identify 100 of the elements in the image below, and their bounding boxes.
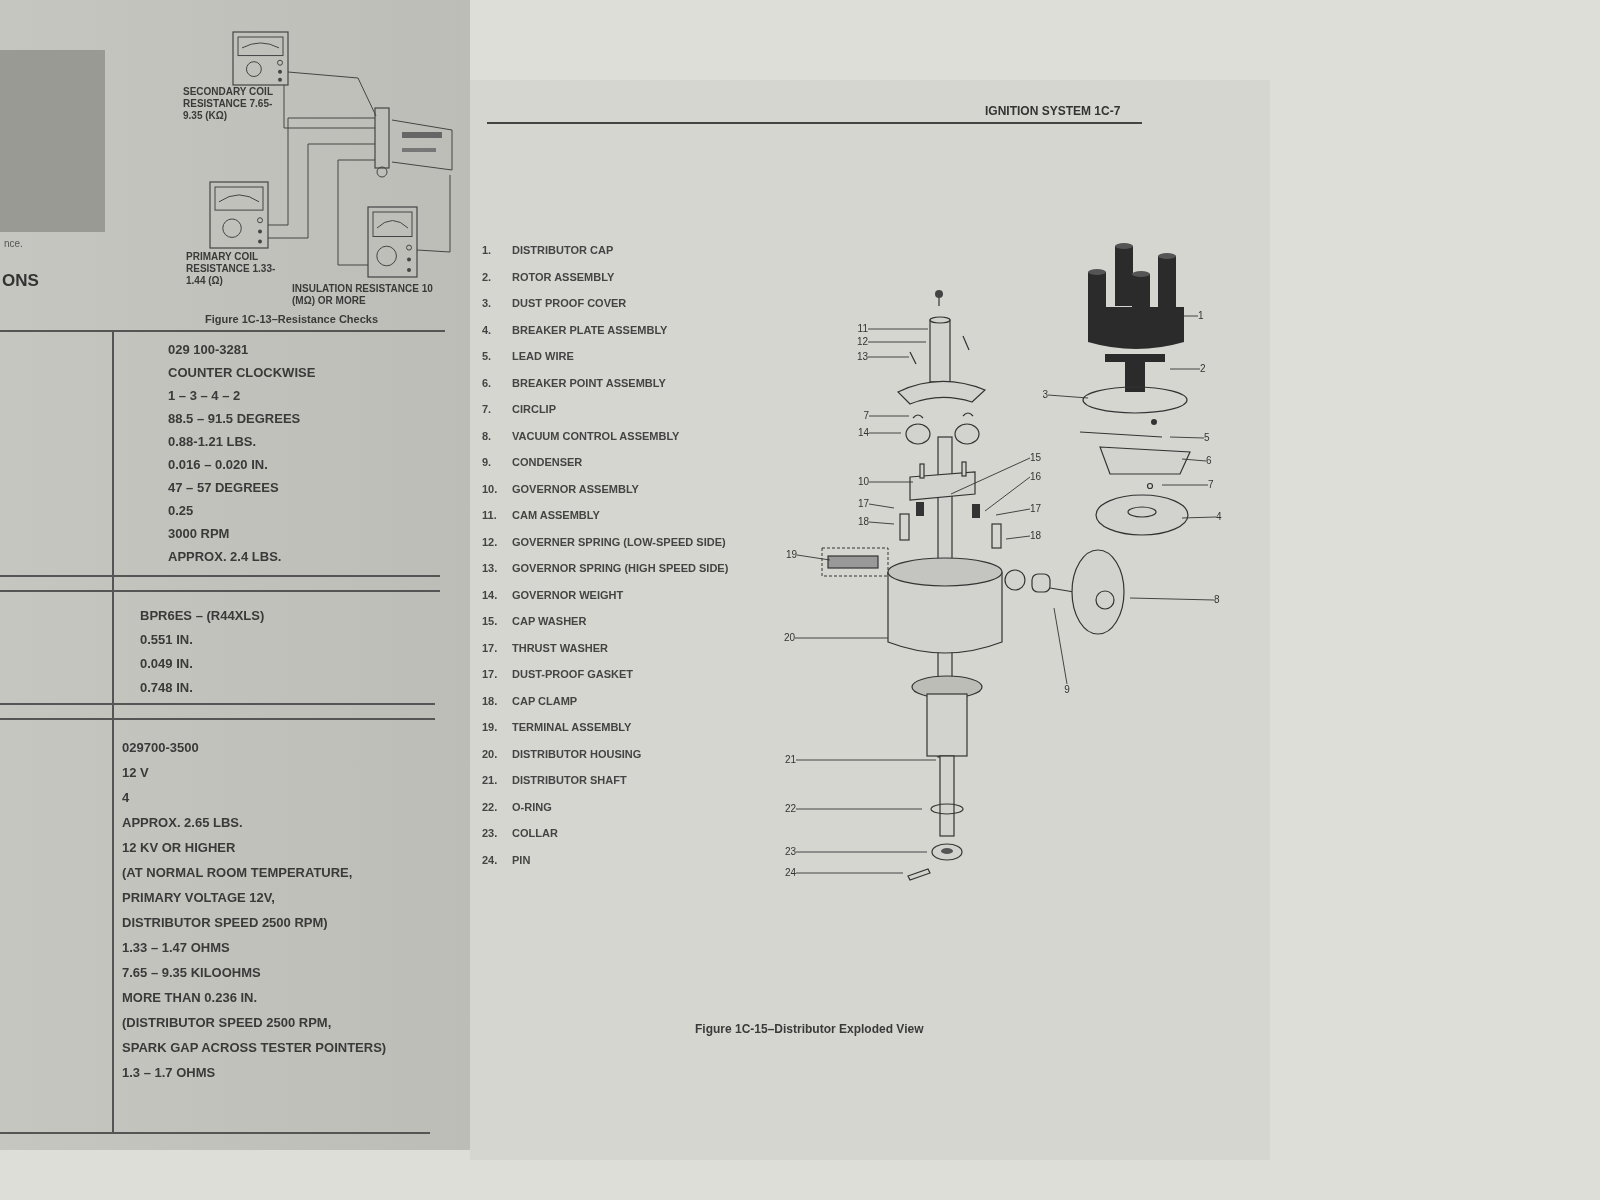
part-name: VACUUM CONTROL ASSEMBLY xyxy=(512,428,680,444)
part-name: O-RING xyxy=(512,799,552,815)
meter-label: INSULATION RESISTANCE 10 (MΩ) OR MORE xyxy=(292,283,434,307)
leader-line xyxy=(868,503,895,509)
part-name: DISTRIBUTOR SHAFT xyxy=(512,773,627,788)
callout-number: 17 xyxy=(1030,503,1046,515)
leader-line xyxy=(867,328,929,330)
part-number: 12. xyxy=(482,534,498,550)
callout-number: 18 xyxy=(1030,530,1046,542)
spec-value: COUNTER CLOCKWISE xyxy=(168,364,316,382)
callout-number: 6 xyxy=(1206,455,1222,467)
leader-line xyxy=(1005,535,1031,540)
figure-caption: Figure 1C-13–Resistance Checks xyxy=(205,312,379,327)
part-name: BREAKER PLATE ASSEMBLY xyxy=(512,322,668,338)
part-number: 19. xyxy=(482,720,498,735)
callout-number: 23 xyxy=(780,846,796,858)
leader-line xyxy=(1047,394,1089,399)
spec-value: 1 – 3 – 4 – 2 xyxy=(168,387,241,405)
part-name: CAP WASHER xyxy=(512,614,587,629)
spec-value: 12 KV OR HIGHER xyxy=(122,839,236,857)
callout-number: 22 xyxy=(780,803,796,815)
leader-line xyxy=(795,872,904,874)
part-name: TERMINAL ASSEMBLY xyxy=(512,720,632,735)
callout-number: 5 xyxy=(1204,432,1220,444)
part-number: 3. xyxy=(482,296,492,311)
spec-value: 7.65 – 9.35 KILOOHMS xyxy=(122,964,261,982)
part-name: ROTOR ASSEMBLY xyxy=(512,269,615,285)
callout-number: 11 xyxy=(852,323,868,335)
part-number: 17. xyxy=(482,640,498,656)
leader-line xyxy=(795,851,928,853)
spec-value: 0.88-1.21 LBS. xyxy=(168,433,257,451)
callout-number: 7 xyxy=(1208,479,1224,491)
spec-value: APPROX. 2.65 LBS. xyxy=(122,814,243,832)
part-name: LEAD WIRE xyxy=(512,349,574,364)
spec-value: 0.016 – 0.020 IN. xyxy=(168,456,268,474)
callout-number: 14 xyxy=(853,427,869,439)
part-name: CAP CLAMP xyxy=(512,693,578,709)
spec-value: 0.25 xyxy=(168,502,194,520)
part-name: COLLAR xyxy=(512,826,558,841)
part-number: 2. xyxy=(482,269,492,285)
callout-number: 8 xyxy=(1214,594,1230,606)
part-name: GOVERNOR ASSEMBLY xyxy=(512,481,639,497)
spec-value: 1.3 – 1.7 OHMS xyxy=(122,1064,216,1082)
spec-value: 0.049 IN. xyxy=(140,655,193,673)
callout-number: 16 xyxy=(1030,471,1046,483)
part-name: CAM ASSEMBLY xyxy=(512,508,600,523)
page-header: IGNITION SYSTEM 1C-7 xyxy=(985,103,1121,120)
part-number: 24. xyxy=(482,852,498,868)
part-name: BREAKER POINT ASSEMBLY xyxy=(512,375,666,391)
part-name: GOVERNOR WEIGHT xyxy=(512,587,624,603)
part-number: 21. xyxy=(482,773,498,788)
spec-value: 029 100-3281 xyxy=(168,341,249,359)
callout-number: 12 xyxy=(852,336,868,348)
part-number: 14. xyxy=(482,587,498,603)
callout-number: 3 xyxy=(1032,389,1048,401)
spec-value: 3000 RPM xyxy=(168,525,230,543)
part-number: 13. xyxy=(482,561,498,576)
part-number: 6. xyxy=(482,375,492,391)
spec-value: 47 – 57 DEGREES xyxy=(168,479,279,497)
spec-value: SPARK GAP ACROSS TESTER POINTERS) xyxy=(122,1039,387,1057)
leader-line xyxy=(1129,597,1215,601)
part-number: 23. xyxy=(482,826,498,841)
callout-number: 17 xyxy=(853,498,869,510)
spec-value: 88.5 – 91.5 DEGREES xyxy=(168,410,301,428)
part-number: 15. xyxy=(482,614,498,629)
spec-value: (AT NORMAL ROOM TEMPERATURE, xyxy=(122,864,353,882)
leader-line xyxy=(1053,607,1068,685)
leader-line xyxy=(1181,516,1217,519)
part-number: 20. xyxy=(482,746,498,762)
leader-line xyxy=(867,341,927,343)
leader-line xyxy=(984,476,1031,512)
part-name: CONDENSER xyxy=(512,455,583,470)
spec-value: 12 V xyxy=(122,764,149,782)
leader-line xyxy=(1169,436,1205,439)
part-number: 18. xyxy=(482,693,498,709)
photo-caption: nce. xyxy=(4,237,23,251)
leader-line xyxy=(796,554,831,561)
callout-number: 21 xyxy=(780,754,796,766)
leader-line xyxy=(868,521,895,525)
part-number: 11. xyxy=(482,508,497,523)
spec-value: 0.748 IN. xyxy=(140,679,193,697)
spec-value: (DISTRIBUTOR SPEED 2500 RPM, xyxy=(122,1014,332,1032)
figure-caption: Figure 1C-15–Distributor Exploded View xyxy=(695,1021,924,1038)
callout-number: 4 xyxy=(1216,511,1232,523)
spec-value: MORE THAN 0.236 IN. xyxy=(122,989,258,1007)
callout-number: 9 xyxy=(1059,684,1075,696)
leader-line xyxy=(867,356,910,358)
callout-number: 15 xyxy=(1030,452,1046,464)
spec-value: DISTRIBUTOR SPEED 2500 RPM) xyxy=(122,914,328,932)
spec-value: 1.33 – 1.47 OHMS xyxy=(122,939,230,957)
part-number: 7. xyxy=(482,402,492,417)
part-number: 17. xyxy=(482,667,498,682)
spec-value: 4 xyxy=(122,789,130,807)
leader-line xyxy=(868,432,902,434)
meter-label: PRIMARY COIL RESISTANCE 1.33-1.44 (Ω) xyxy=(186,251,277,287)
leader-line xyxy=(1181,458,1207,462)
leader-line xyxy=(1161,484,1209,486)
part-number: 22. xyxy=(482,799,498,815)
leader-line xyxy=(795,808,923,810)
meter-label: SECONDARY COIL RESISTANCE 7.65-9.35 (KΩ) xyxy=(183,86,274,122)
